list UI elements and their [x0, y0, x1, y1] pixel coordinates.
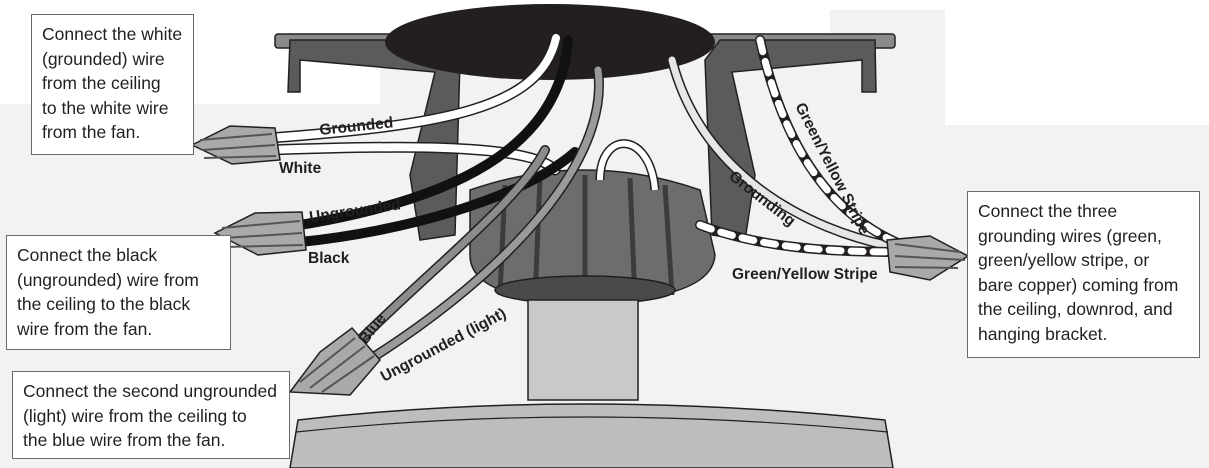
label-black: Black — [308, 250, 350, 267]
mounting-bracket-right — [704, 39, 877, 241]
callout-black-wire: Connect the black (ungrounded) wire from… — [6, 235, 231, 350]
wire-connector-ground — [886, 235, 970, 281]
callout-black-text: Connect the black (ungrounded) wire from… — [17, 245, 199, 339]
label-white: White — [279, 160, 322, 177]
callout-white-wire: Connect the white (grounded) wire from t… — [31, 14, 194, 155]
label-green-yellow-stripe-lower: Green/Yellow Stripe — [732, 266, 878, 283]
motor-housing-ribs — [497, 175, 675, 302]
wire-connector-light — [288, 326, 381, 396]
callout-white-text: Connect the white (grounded) wire from t… — [42, 24, 183, 142]
ungrounded-wire — [295, 35, 573, 230]
fan-body — [289, 403, 894, 468]
black-wire — [295, 147, 580, 247]
fan-body-rim — [295, 416, 889, 433]
callout-light-text: Connect the second ungrounded (light) wi… — [23, 381, 277, 450]
callout-light-wire: Connect the second ungrounded (light) wi… — [12, 371, 290, 459]
callout-grounding-wires: Connect the three grounding wires (green… — [967, 191, 1200, 358]
callout-grounding-text: Connect the three grounding wires (green… — [978, 201, 1179, 344]
wire-connector-white — [190, 125, 281, 165]
wire-connector-black — [213, 211, 307, 256]
downrod — [527, 299, 639, 401]
